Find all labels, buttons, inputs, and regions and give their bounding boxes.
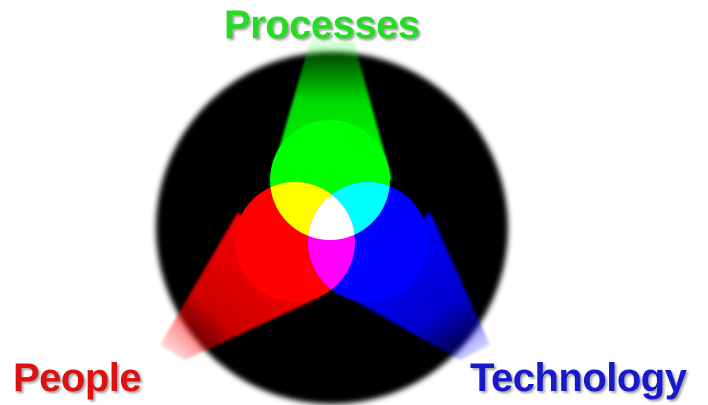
people-label: People xyxy=(13,358,141,398)
technology-label: Technology xyxy=(470,358,686,398)
processes-label: Processes xyxy=(224,5,420,45)
